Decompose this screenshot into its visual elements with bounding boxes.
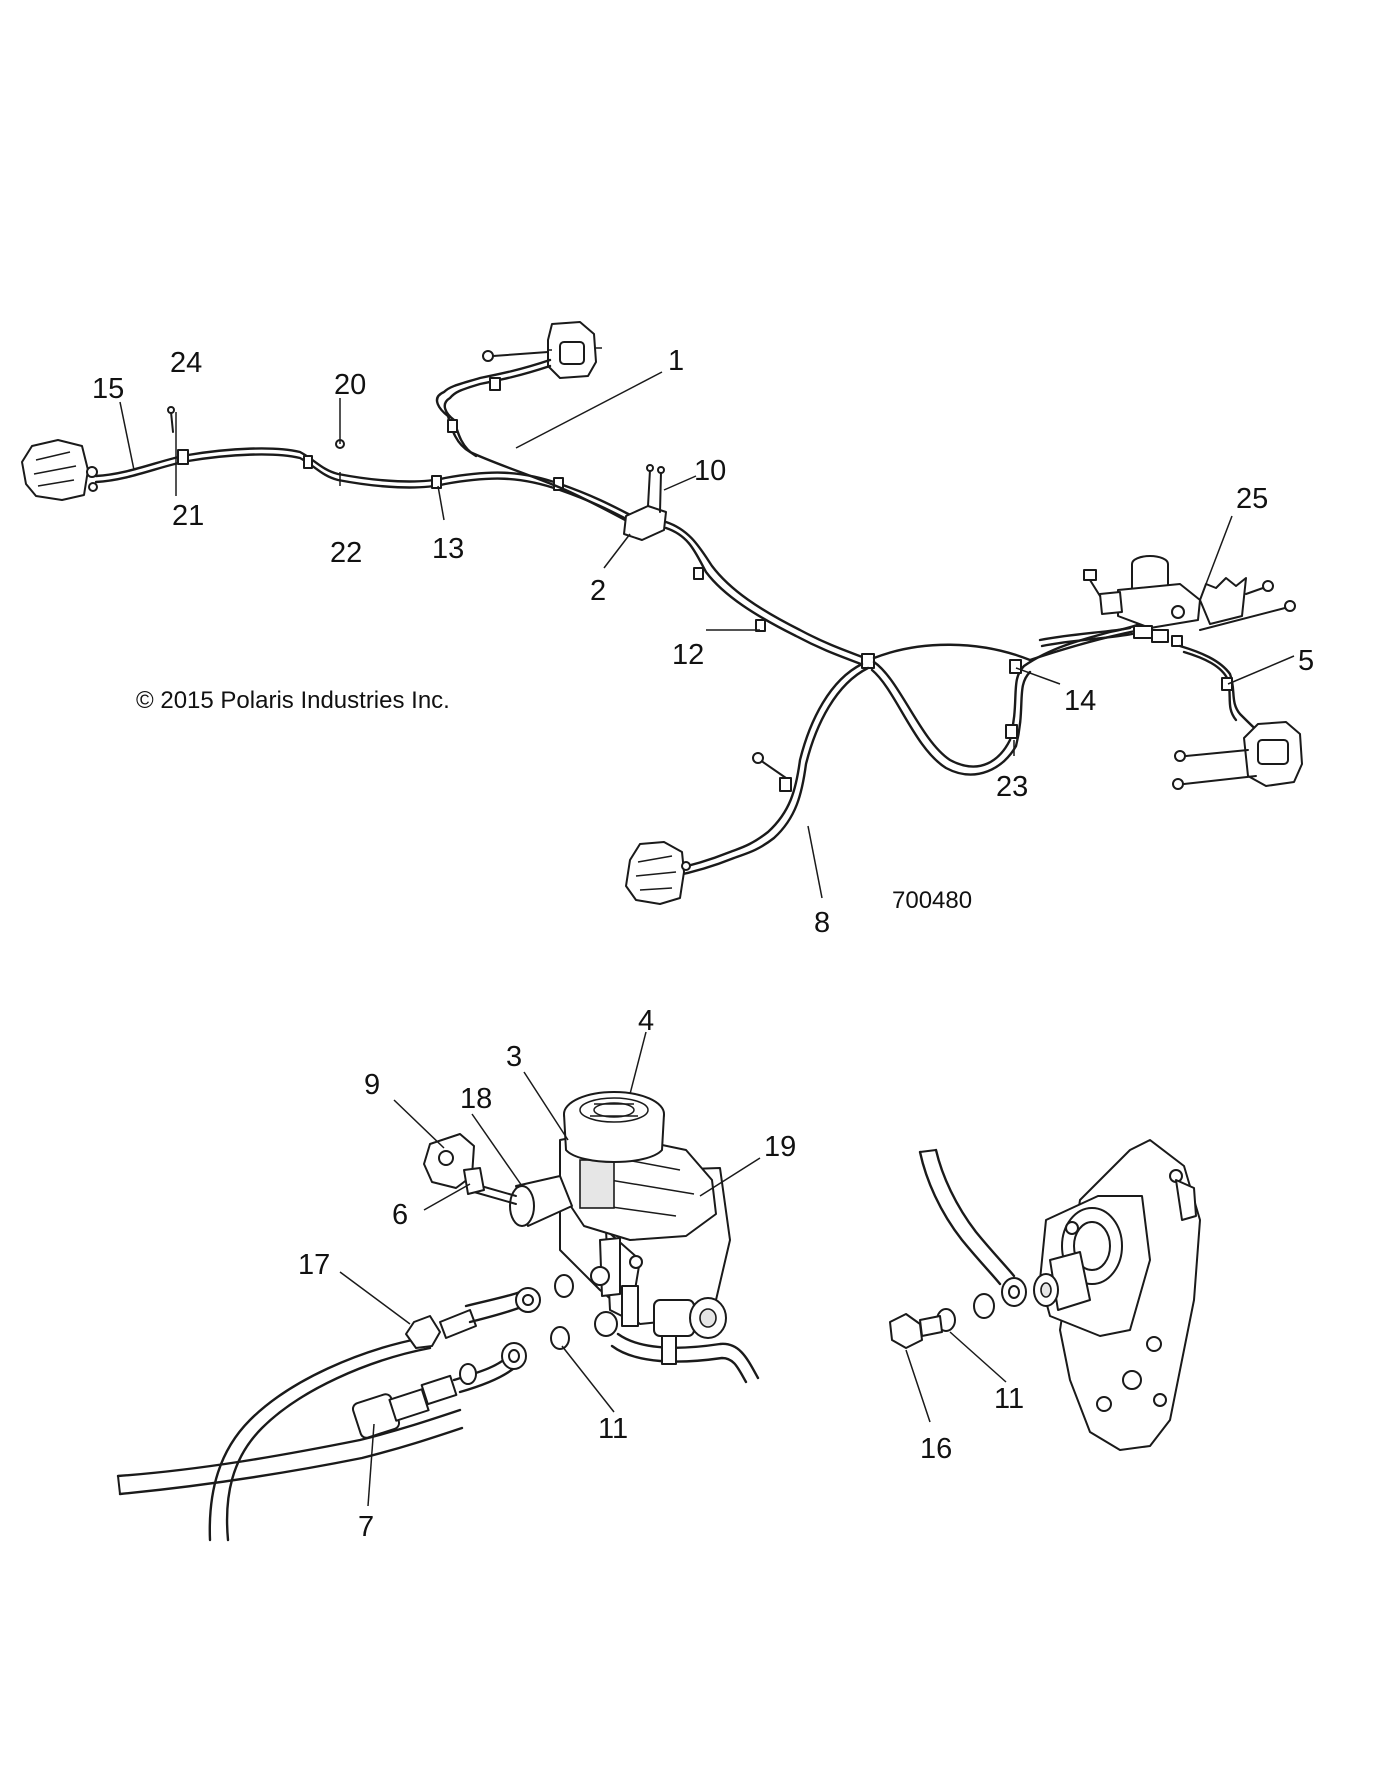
rear-caliper-detail (1033, 1139, 1201, 1451)
callout-10: 10 (694, 455, 726, 487)
bleeder-bolt (482, 350, 494, 362)
callout-19: 19 (764, 1131, 796, 1163)
callout-11-right: 11 (994, 1383, 1024, 1415)
callout-14: 14 (1064, 685, 1096, 717)
brake-junction-block (623, 464, 667, 541)
callout-9: 9 (364, 1069, 380, 1101)
clevis-9 (423, 1133, 485, 1195)
callout-1: 1 (668, 345, 684, 377)
callout-8: 8 (814, 907, 830, 939)
callout-4: 4 (638, 1005, 654, 1037)
master-cylinder-bracket (1199, 577, 1296, 631)
callout-20: 20 (334, 369, 366, 401)
callout-13: 13 (432, 533, 464, 565)
crush-washer-upper (554, 1274, 574, 1298)
hose-11 (616, 1332, 760, 1380)
callout-22: 22 (330, 537, 362, 569)
figure-id: 700480 (892, 887, 972, 914)
callout-23: 23 (996, 771, 1028, 803)
leader-16 (905, 1349, 931, 1423)
upper-leader-lines (119, 371, 1295, 899)
callout-5: 5 (1298, 645, 1314, 677)
left-front-caliper (21, 439, 98, 501)
callout-12: 12 (672, 639, 704, 671)
line-clip-23 (1005, 724, 1018, 739)
banjo-bolt-16 (889, 1313, 943, 1349)
callout-3: 3 (506, 1041, 522, 1073)
callout-16: 16 (920, 1433, 952, 1465)
brake-switch-7 (351, 1352, 524, 1439)
screw-24 (170, 411, 174, 433)
banjo-bolt-17 (405, 1309, 477, 1349)
lower-left-leader-lines (339, 1031, 761, 1507)
jam-nut-6 (463, 1167, 485, 1195)
callout-18: 18 (460, 1083, 492, 1115)
callout-17: 17 (298, 1249, 330, 1281)
washer-lower (459, 1363, 477, 1385)
brake-line-12 (664, 520, 872, 662)
callout-21: 21 (172, 500, 204, 532)
hose-17 (208, 1336, 424, 1542)
left-rear-caliper (625, 841, 691, 905)
callout-24: 24 (170, 347, 202, 379)
caliper-hose (918, 1150, 1002, 1286)
washer-right-outer (973, 1293, 995, 1319)
callout-25: 25 (1236, 483, 1268, 515)
brake-tee (861, 653, 875, 669)
brake-line-8 (668, 662, 864, 872)
callout-6: 6 (392, 1199, 408, 1231)
crush-washer-11-left (550, 1326, 570, 1350)
callout-15: 15 (92, 373, 124, 405)
line-clip-14 (1009, 659, 1022, 674)
junction-bolt-10 (647, 469, 651, 507)
hose-7 (116, 1408, 462, 1478)
line-fitting-21 (177, 449, 189, 465)
pushrod-boot-18 (473, 1175, 573, 1227)
leader-11-right (949, 1331, 1007, 1383)
callout-2: 2 (590, 575, 606, 607)
reservoir-cap-4 (563, 1091, 665, 1163)
right-rear-caliper (1172, 721, 1303, 790)
callout-7: 7 (358, 1511, 374, 1543)
master-cylinder-upper (1083, 555, 1201, 629)
copyright-text: © 2015 Polaris Industries Inc. (136, 687, 450, 714)
right-front-caliper (482, 321, 602, 379)
line-clip-13 (431, 475, 442, 489)
callout-11-left: 11 (598, 1413, 628, 1445)
brake-line-1 (435, 358, 642, 530)
line-clip-22 (303, 455, 313, 469)
